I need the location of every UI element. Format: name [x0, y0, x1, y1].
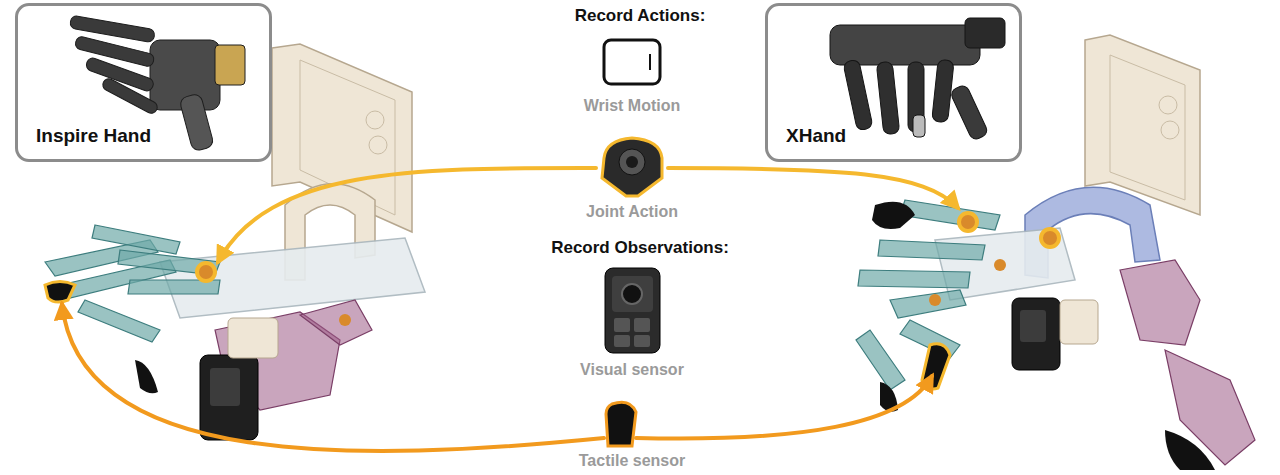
- phone-icon: [604, 40, 660, 84]
- camera-icon: [605, 268, 660, 353]
- hand-photo: [830, 18, 1005, 141]
- encoder-icon: [602, 138, 662, 196]
- photo-box: XHand: [765, 3, 1022, 162]
- sensor-label: Wrist Motion: [482, 96, 782, 115]
- action-arrow: [62, 168, 958, 451]
- left-device: [45, 44, 425, 440]
- sensor-label: Tactile sensor: [482, 451, 782, 470]
- box-title: XHand: [786, 125, 846, 147]
- section-heading: Record Observations:: [490, 238, 790, 257]
- right-device: [856, 35, 1255, 470]
- tactile-icon: [606, 402, 636, 446]
- section-heading: Record Actions:: [490, 6, 790, 25]
- box-title: Inspire Hand: [36, 125, 151, 147]
- photo-box: Inspire Hand: [15, 3, 272, 162]
- sensor-label: Joint Action: [482, 202, 782, 221]
- sensor-label: Visual sensor: [482, 360, 782, 379]
